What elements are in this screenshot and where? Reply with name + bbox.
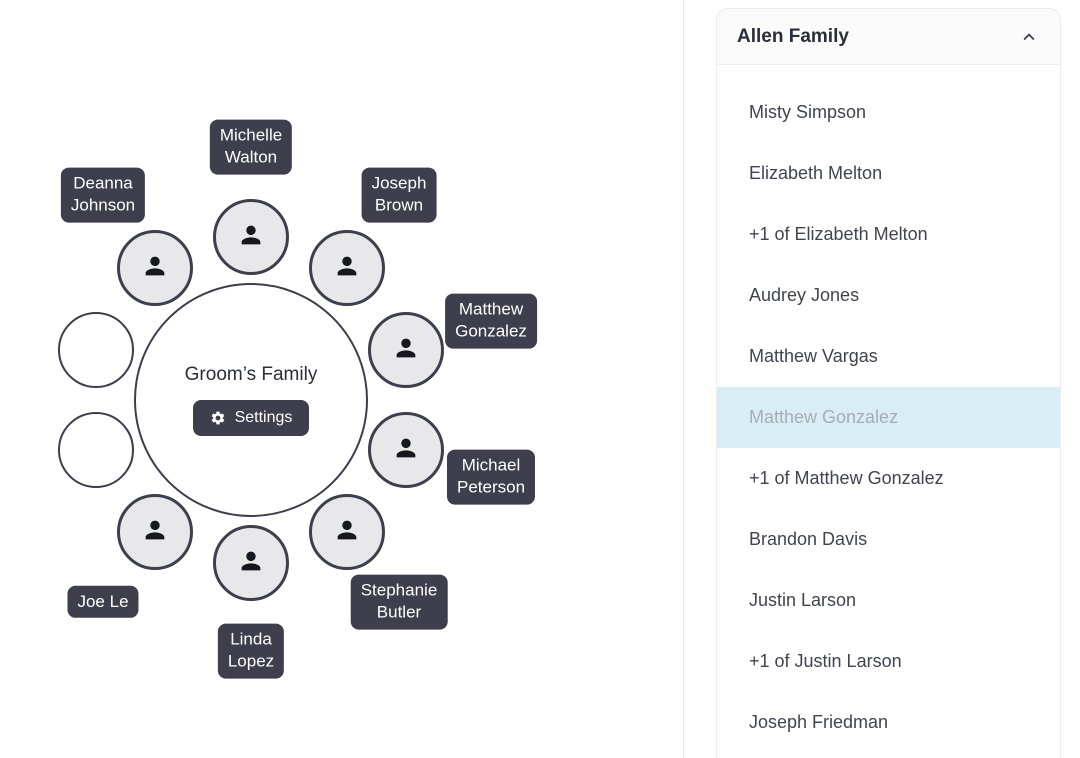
guest-label-stephanie-butler[interactable]: Stephanie Butler [350, 574, 448, 630]
seat-stephanie-butler[interactable] [309, 494, 385, 570]
guest-group-panel: Allen Family Misty Simpson Elizabeth Mel… [716, 8, 1061, 758]
chevron-up-icon[interactable] [1018, 26, 1040, 48]
table-name: Groom’s Family [184, 364, 318, 385]
seat-empty[interactable] [58, 412, 134, 488]
seat-joseph-brown[interactable] [309, 230, 385, 306]
table-grooms-family[interactable]: Groom’s Family Settings [134, 283, 368, 517]
person-icon [333, 252, 361, 285]
group-title: Allen Family [737, 25, 849, 47]
seat-michelle-walton[interactable] [213, 199, 289, 275]
group-header-allen-family[interactable]: Allen Family [717, 9, 1060, 65]
guest-list-item-misty-simpson[interactable]: Misty Simpson [749, 102, 867, 122]
guest-label-joe-le[interactable]: Joe Le [67, 585, 139, 619]
seat-matthew-gonzalez[interactable] [368, 312, 444, 388]
person-icon [141, 516, 169, 549]
guest-label-linda-lopez[interactable]: Linda Lopez [217, 623, 285, 679]
seat-michael-peterson[interactable] [368, 412, 444, 488]
guest-list-item-brandon-davis[interactable]: Brandon Davis [749, 529, 868, 549]
guest-list: Misty Simpson Elizabeth Melton +1 of Eli… [717, 65, 1060, 753]
panel-divider [683, 0, 684, 758]
person-icon [333, 516, 361, 549]
guest-list-item-matthew-vargas[interactable]: Matthew Vargas [749, 346, 878, 366]
guest-label-matthew-gonzalez[interactable]: Matthew Gonzalez [445, 293, 537, 349]
gear-icon [211, 411, 224, 425]
guest-list-item-audrey-jones[interactable]: Audrey Jones [749, 285, 860, 305]
guest-list-item-joseph-friedman[interactable]: Joseph Friedman [749, 712, 889, 732]
person-icon [392, 334, 420, 367]
seat-linda-lopez[interactable] [213, 525, 289, 601]
table-settings-button[interactable]: Settings [192, 400, 310, 436]
guest-label-joseph-brown[interactable]: Joseph Brown [361, 167, 437, 223]
guest-label-deanna-johnson[interactable]: Deanna Johnson [60, 167, 146, 223]
guest-list-item-plus1-elizabeth-melton[interactable]: +1 of Elizabeth Melton [749, 224, 928, 244]
seat-deanna-johnson[interactable] [117, 230, 193, 306]
guest-label-michael-peterson[interactable]: Michael Peterson [446, 449, 536, 505]
guest-list-item-justin-larson[interactable]: Justin Larson [749, 590, 857, 610]
settings-button-label: Settings [234, 409, 293, 426]
seat-joe-le[interactable] [117, 494, 193, 570]
guest-list-item-elizabeth-melton[interactable]: Elizabeth Melton [749, 163, 883, 183]
person-icon [141, 252, 169, 285]
seat-empty[interactable] [58, 312, 134, 388]
person-icon [237, 547, 265, 580]
guest-label-michelle-walton[interactable]: Michelle Walton [209, 119, 293, 175]
person-icon [237, 221, 265, 254]
guest-list-item-plus1-matthew-gonzalez[interactable]: +1 of Matthew Gonzalez [749, 468, 944, 488]
person-icon [392, 434, 420, 467]
guest-list-item-plus1-justin-larson[interactable]: +1 of Justin Larson [749, 651, 902, 671]
guest-list-item-matthew-gonzalez[interactable]: Matthew Gonzalez [717, 387, 1060, 448]
